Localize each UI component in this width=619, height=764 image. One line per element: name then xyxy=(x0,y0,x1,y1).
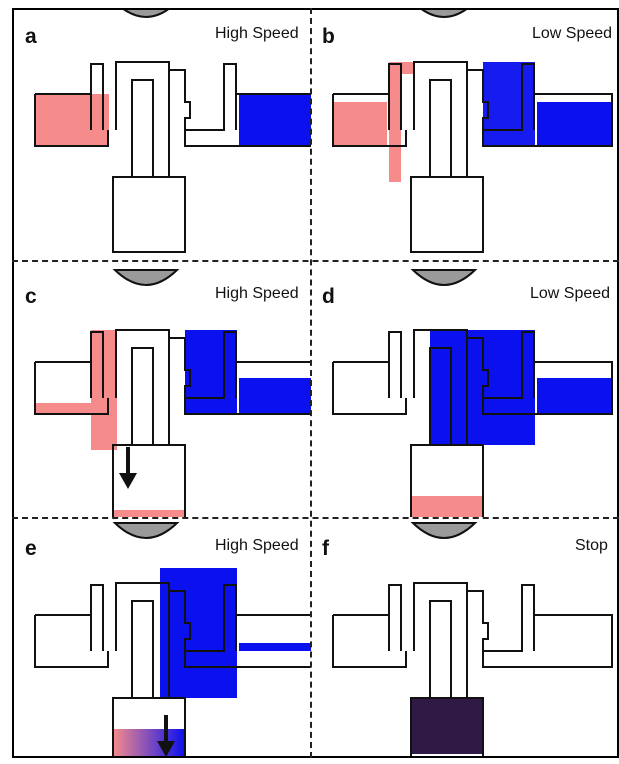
dome-shape xyxy=(112,269,180,286)
mixing-chamber-outline xyxy=(410,697,484,756)
right-reservoir-outline xyxy=(482,614,613,668)
left-u-channel-outline xyxy=(388,584,402,651)
panel-f-letter: f xyxy=(322,537,329,560)
inlet-channel-outline xyxy=(131,347,154,445)
right-reservoir-outline xyxy=(482,361,613,415)
blue-reservoir-fill xyxy=(239,94,311,146)
panel-a-diagram xyxy=(34,10,311,253)
figure-frame: a High Speed b Low Speed c High Speed d … xyxy=(12,8,619,758)
serpentine-channel-outline xyxy=(467,63,535,131)
right-reservoir-outline xyxy=(184,361,311,415)
mixing-chamber-outline xyxy=(112,697,186,756)
down-arrow-head xyxy=(157,741,175,756)
center-u-channel-outline xyxy=(115,582,170,698)
left-u-channel-outline xyxy=(90,63,104,130)
panel-f-diagram xyxy=(332,522,613,756)
dome-shape xyxy=(410,269,478,286)
fluid-circuit xyxy=(34,522,311,756)
serpentine-channel-outline xyxy=(169,584,237,652)
panel-c-letter: c xyxy=(25,285,37,308)
dome-shape xyxy=(123,10,169,18)
dome-shape xyxy=(410,522,478,539)
blue-reservoir-fill xyxy=(537,378,612,414)
panel-f-speed-label: Stop xyxy=(575,537,608,554)
panel-e-speed-label: High Speed xyxy=(215,537,299,554)
panel-e: e High Speed xyxy=(14,519,311,756)
center-u-channel-outline xyxy=(115,329,170,445)
left-u-channel-outline xyxy=(90,584,104,651)
blue-channel-fill xyxy=(483,62,535,146)
pink-reservoir-fill xyxy=(333,102,387,146)
vertical-divider xyxy=(310,8,312,758)
blue-channel-fill xyxy=(160,568,237,698)
panel-a-letter: a xyxy=(25,25,37,48)
center-u-channel-outline xyxy=(413,329,468,445)
panel-c-diagram xyxy=(34,269,311,517)
panel-b-speed-label: Low Speed xyxy=(532,25,613,42)
serpentine-channel-outline xyxy=(467,584,535,652)
fluid-circuit xyxy=(34,10,311,253)
pink-chamber-fill xyxy=(113,510,185,517)
blue-channel-fill xyxy=(185,330,237,414)
mixing-chamber-outline xyxy=(112,176,186,253)
pink-chamber-fill xyxy=(411,496,483,517)
left-reservoir-outline xyxy=(34,615,109,668)
blue-reservoir-fill xyxy=(537,102,612,146)
serpentine-channel-outline xyxy=(169,331,237,399)
mixing-chamber-fill xyxy=(113,729,185,756)
mixing-chamber-outline xyxy=(410,176,484,253)
pink-reservoir-fill xyxy=(35,403,95,415)
right-reservoir-outline xyxy=(184,93,311,147)
panel-e-letter: e xyxy=(25,537,37,560)
panel-b-letter: b xyxy=(322,25,335,48)
center-u-channel-outline xyxy=(413,582,468,698)
panel-c: c High Speed xyxy=(14,262,311,517)
panel-a-speed-label: High Speed xyxy=(215,25,299,42)
left-reservoir-outline xyxy=(332,362,407,415)
fluid-circuit xyxy=(332,522,613,756)
pink-channel-fill xyxy=(389,62,401,182)
horizontal-divider-1 xyxy=(12,260,619,262)
panel-a: a High Speed xyxy=(14,10,311,260)
left-u-channel-outline xyxy=(90,331,104,398)
left-u-channel-outline xyxy=(388,63,402,130)
panel-f: f Stop xyxy=(312,519,617,756)
center-u-channel-outline xyxy=(413,61,468,177)
mixing-chamber-outline xyxy=(112,444,186,517)
mixed-chamber-fill xyxy=(411,698,483,754)
left-reservoir-outline xyxy=(332,615,407,668)
fluid-circuit xyxy=(332,10,613,253)
right-reservoir-outline xyxy=(184,614,311,668)
dome-shape xyxy=(112,522,180,539)
panel-d-letter: d xyxy=(322,285,335,308)
blue-reservoir-fill xyxy=(239,378,311,414)
panel-d: d Low Speed xyxy=(312,262,617,517)
inlet-channel-outline xyxy=(429,600,452,698)
right-reservoir-outline xyxy=(482,93,613,147)
fluid-circuit xyxy=(332,269,613,517)
inlet-channel-outline xyxy=(131,79,154,177)
mixing-chamber-outline xyxy=(410,444,484,517)
inlet-channel-outline xyxy=(429,79,452,177)
pink-reservoir-fill xyxy=(35,94,109,146)
serpentine-channel-outline xyxy=(467,331,535,399)
down-arrow-head xyxy=(119,473,137,489)
center-u-channel-outline xyxy=(115,61,170,177)
panel-b-diagram xyxy=(332,10,613,253)
panel-d-diagram xyxy=(332,269,613,517)
inlet-channel-outline xyxy=(131,600,154,698)
horizontal-divider-2 xyxy=(12,517,619,519)
fluid-circuit xyxy=(34,269,311,517)
panel-e-diagram xyxy=(34,522,311,756)
panel-d-speed-label: Low Speed xyxy=(530,285,611,302)
blue-reservoir-fill xyxy=(239,643,311,651)
inlet-channel-outline xyxy=(429,347,452,445)
serpentine-channel-outline xyxy=(169,63,237,131)
panel-c-speed-label: High Speed xyxy=(215,285,299,302)
pink-channel-top-fill xyxy=(401,62,415,74)
panel-b: b Low Speed xyxy=(312,10,617,260)
dome-shape xyxy=(421,10,467,18)
left-u-channel-outline xyxy=(388,331,402,398)
